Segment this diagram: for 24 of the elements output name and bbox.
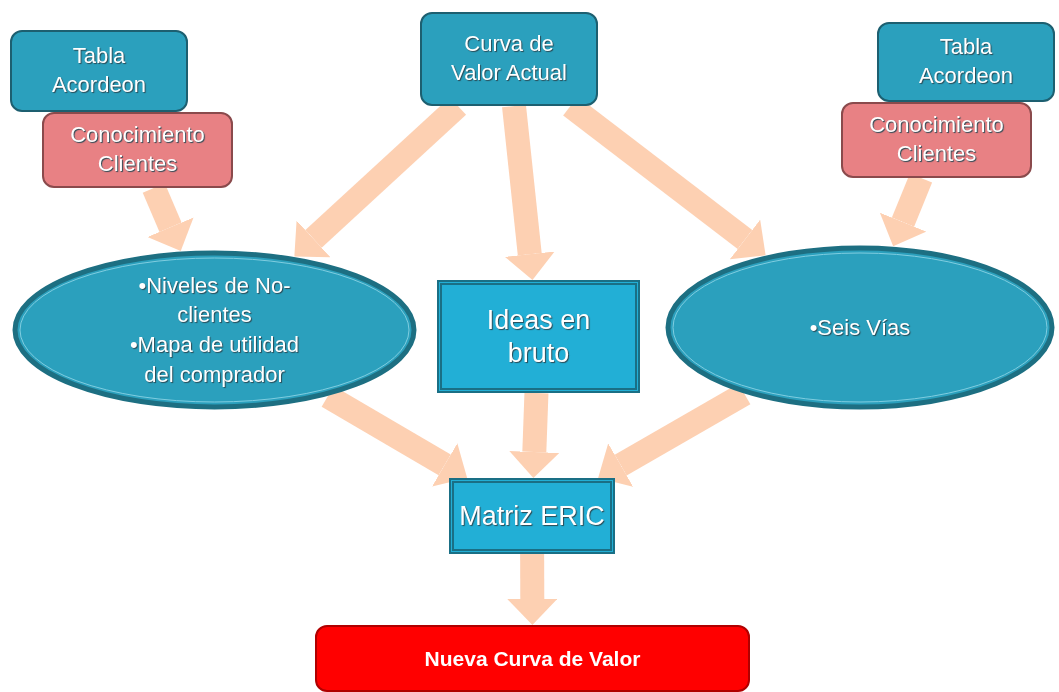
process-box	[437, 280, 640, 393]
process-box	[420, 12, 598, 106]
block-arrow	[507, 553, 558, 625]
process-box	[42, 112, 233, 188]
ellipse-node	[665, 245, 1055, 410]
node-text: Curva de Valor Actual	[450, 30, 568, 87]
node-text: •Niveles de No-clientes	[137, 271, 292, 330]
result-box	[315, 625, 750, 692]
ellipse-node	[12, 250, 417, 410]
block-arrow	[509, 392, 560, 478]
node-text: •Seis Vías	[809, 313, 911, 342]
process-box	[449, 478, 615, 554]
node-text: Conocimiento Clientes	[69, 121, 206, 178]
node-text: Conocimiento Clientes	[868, 111, 1005, 168]
node-text: Nueva Curva de Valor	[423, 645, 642, 672]
process-box	[841, 102, 1032, 178]
node-text: •Mapa de utilidad del comprador	[128, 331, 301, 389]
process-box	[10, 30, 188, 112]
node-text: Tabla Acordeon	[50, 42, 148, 99]
node-text: Matriz ERIC	[459, 499, 605, 533]
node-text: Ideas en bruto	[485, 304, 592, 369]
block-arrow	[502, 104, 555, 280]
node-text: Tabla Acordeon	[917, 33, 1015, 90]
process-box	[877, 22, 1055, 102]
